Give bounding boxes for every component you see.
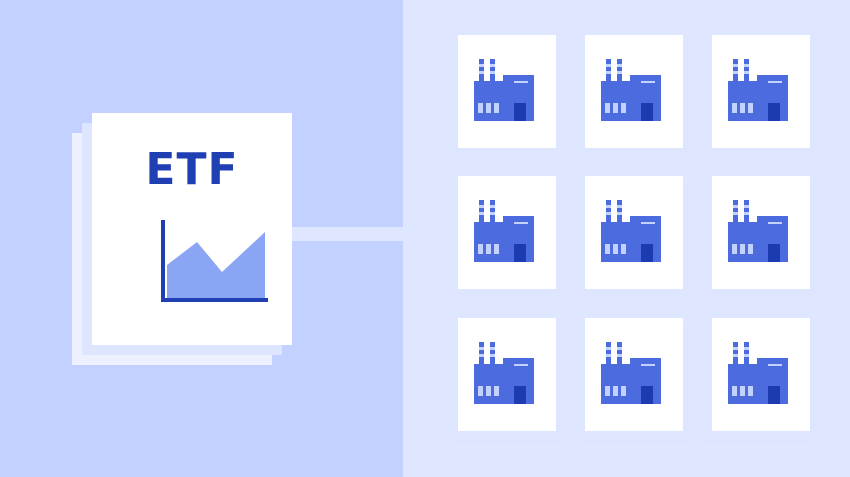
holding-card: [450, 176, 569, 303]
holding-card: [704, 176, 823, 303]
connector-line: [290, 227, 403, 241]
etf-card: ETF: [92, 113, 292, 345]
holding-card-face: [712, 35, 810, 148]
factory-icon: [474, 59, 534, 121]
factory-icon: [728, 200, 788, 262]
factory-icon: [601, 342, 661, 404]
etf-document-stack: ETF: [72, 113, 292, 365]
holding-card: [450, 318, 569, 445]
etf-title: ETF: [145, 144, 239, 195]
factory-icon: [601, 200, 661, 262]
holding-card-face: [712, 176, 810, 289]
factory-icon: [474, 200, 534, 262]
factory-icon: [601, 59, 661, 121]
holding-card-face: [458, 176, 556, 289]
holding-card-face: [585, 35, 683, 148]
factory-icon: [728, 59, 788, 121]
holding-card: [704, 35, 823, 162]
factory-icon: [474, 342, 534, 404]
holding-card-face: [458, 318, 556, 431]
holding-card: [577, 176, 696, 303]
factory-icon: [728, 342, 788, 404]
holding-card: [450, 35, 569, 162]
holding-card: [577, 35, 696, 162]
holding-card-face: [585, 176, 683, 289]
holding-card-face: [585, 318, 683, 431]
holding-card-face: [458, 35, 556, 148]
holding-card-face: [712, 318, 810, 431]
holding-card: [577, 318, 696, 445]
holding-card: [704, 318, 823, 445]
area-chart-icon: [161, 220, 268, 302]
